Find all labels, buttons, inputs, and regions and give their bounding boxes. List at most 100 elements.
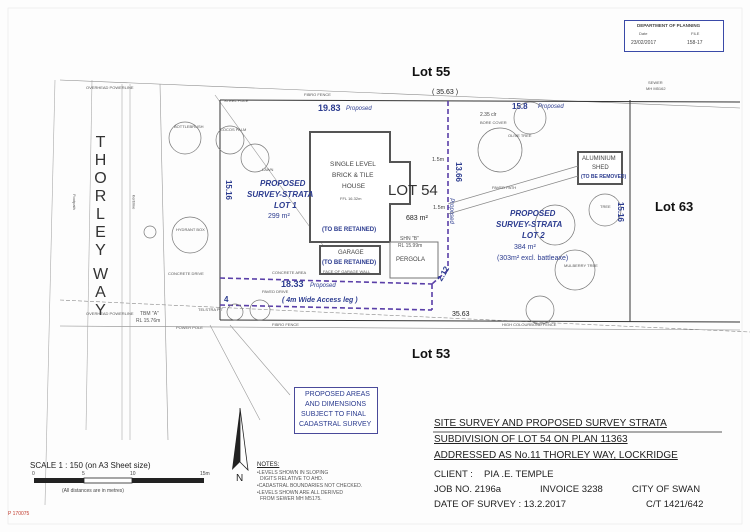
proposed-areas-line: SUBJECT TO FINAL — [301, 411, 366, 418]
lot-boundary — [219, 99, 741, 323]
label-lawn: LAWN — [262, 167, 274, 172]
label-tbm: TBM "A" — [140, 311, 159, 317]
dim-1-5m: 1.5m — [432, 157, 445, 163]
shed-footprint — [577, 151, 623, 185]
strata1-area: 299 m² — [268, 213, 290, 220]
stamp-file: 158-17 — [687, 40, 703, 46]
label-olive: OLIVE TREE — [508, 133, 532, 138]
label-overhead-powerline-2: OVERHEAD POWERLINE — [86, 311, 134, 316]
label-shn: SHN "B" — [400, 236, 419, 242]
label-bottlebrush: BOTTLEBRUSH — [174, 124, 204, 129]
garage-retained: (TO BE RETAINED) — [322, 260, 377, 266]
notes-title: NOTES: — [257, 462, 280, 468]
notes-line: •LEVELS SHOWN IN SLOPING — [257, 470, 329, 476]
house-label-3: HOUSE — [342, 183, 366, 190]
label-power-pole: POWER POLE — [176, 325, 203, 330]
client-name: PIA .E. TEMPLE — [484, 469, 554, 480]
scale-tick: 5 — [82, 471, 85, 477]
strata-division — [219, 101, 449, 311]
proposed-areas-line: AND DIMENSIONS — [305, 401, 367, 408]
label-concrete-area: CONCRETE AREA — [272, 270, 307, 275]
shed-label-1: ALUMINIUM — [582, 156, 616, 162]
label-paved-path: PAVED PATH — [492, 185, 517, 190]
scale-bar-shape — [34, 477, 204, 484]
stamp-date-label: Date — [639, 31, 648, 36]
dim-15-8: 15.8 — [512, 102, 528, 111]
certificate-title: C/T 1421/642 — [646, 499, 704, 510]
proposed-areas-line: CADASTRAL SURVEY — [299, 421, 372, 428]
label-mulberry: MULBERRY TREE — [564, 263, 598, 268]
strata2-excl: (303m² excl. battleaxe) — [497, 255, 569, 262]
road-name: T H O R L E Y W A Y — [92, 134, 112, 320]
dim-18-33: 18.33 — [281, 279, 304, 289]
label-high-fence: HIGH COLOURBOND FENCE — [502, 322, 557, 327]
label-steel-pole: STEEL POLE — [224, 98, 249, 103]
dim-proposed-2: Proposed — [538, 104, 564, 110]
dim-4: 4 — [224, 295, 229, 304]
label-footpath: Footpath — [71, 194, 77, 210]
dim-15-16: 15.16 — [224, 179, 234, 201]
invoice-number: INVOICE 3238 — [540, 484, 603, 495]
client-label: CLIENT : — [434, 469, 473, 480]
label-concrete-drive: CONCRETE DRIVE — [168, 271, 204, 276]
stamp-date: 23/02/2017 — [631, 40, 657, 46]
strata2-label-2: SURVEY-STRATA — [496, 220, 563, 229]
dim-proposed-3: Proposed — [447, 198, 454, 224]
label-overhead-powerline: OVERHEAD POWERLINE — [86, 85, 134, 90]
planning-stamp: DEPARTMENT OF PLANNING Date FILE 23/02/2… — [624, 20, 724, 52]
road-letter: Y — [95, 242, 109, 259]
pergola-label: PERGOLA — [396, 257, 426, 263]
garage-footprint — [319, 245, 381, 275]
road-letter: E — [95, 224, 109, 241]
dim-35-63-north: ( 35.63 ) — [432, 89, 459, 96]
label-kerb: Kerbline — [131, 194, 137, 210]
label-shn-rl: RL 15.99m — [398, 243, 423, 249]
label-hydrant: HYDRANT BOX — [176, 227, 205, 232]
strata1-label-2: SURVEY-STRATA — [247, 190, 314, 199]
proposed-areas-line: PROPOSED AREAS — [305, 391, 370, 398]
scale-label: SCALE 1 : 150 (on A3 Sheet size) — [30, 461, 151, 470]
road-letter: T — [95, 134, 109, 151]
ref-number: P 170075 — [8, 511, 30, 517]
road-letter: Y — [95, 302, 109, 319]
label-paved-drive: PAVED DRIVE — [262, 289, 289, 294]
area-683: 683 m² — [406, 215, 428, 222]
shed-label-2: SHED — [592, 165, 609, 171]
label-cocos: COCOS PALM — [220, 127, 247, 132]
house-retained: (TO BE RETAINED) — [322, 227, 377, 233]
strata1-label-1: PROPOSED — [260, 179, 306, 188]
label-fibro-fence-south: FIBRO FENCE — [272, 322, 299, 327]
garage-face: FACE OF GARAGE WALL — [323, 269, 371, 274]
pergola-outline — [389, 241, 439, 279]
road-lines — [44, 79, 750, 506]
strata2-label-1: PROPOSED — [510, 209, 556, 218]
label-sewer: SEWER — [648, 80, 663, 85]
road-letter: R — [94, 188, 110, 205]
dim-19-83: 19.83 — [318, 103, 341, 113]
dim-proposed: Proposed — [346, 106, 372, 112]
north-label: N — [236, 473, 244, 484]
scale-tick: 0 — [32, 471, 35, 477]
strata2-area: 384 m² — [514, 244, 536, 251]
strata2-label-3: LOT 2 — [522, 231, 545, 240]
label-telstra: TELSTRA PIT — [198, 307, 224, 312]
lot-55-label: Lot 55 — [412, 64, 451, 79]
stamp-dept: DEPARTMENT OF PLANNING — [637, 23, 701, 28]
scale-tick: 15m — [200, 471, 210, 477]
lot-54-label: LOT 54 — [388, 182, 438, 199]
strata1-label-3: LOT 1 — [274, 201, 297, 210]
notes-line: •CADASTRAL BOUNDARIES NOT CHECKED. — [257, 483, 363, 489]
road-letter: L — [96, 206, 108, 223]
dim-13-66: 13.66 — [454, 161, 464, 183]
lot-53-label: Lot 53 — [412, 346, 451, 361]
job-number: JOB NO. 2196a — [434, 484, 502, 495]
title-line-3: ADDRESSED AS No.11 THORLEY WAY, LOCKRIDG… — [434, 450, 678, 461]
lot-63-label: Lot 63 — [655, 199, 694, 214]
dim-1-5m-b: 1.5m — [433, 205, 446, 211]
house-footprint — [309, 131, 411, 243]
road-letter: O — [94, 170, 110, 187]
label-bore: BORE COVER — [480, 120, 507, 125]
north-arrow-shape — [232, 407, 249, 472]
survey-date: DATE OF SURVEY : 13.2.2017 — [434, 499, 567, 510]
